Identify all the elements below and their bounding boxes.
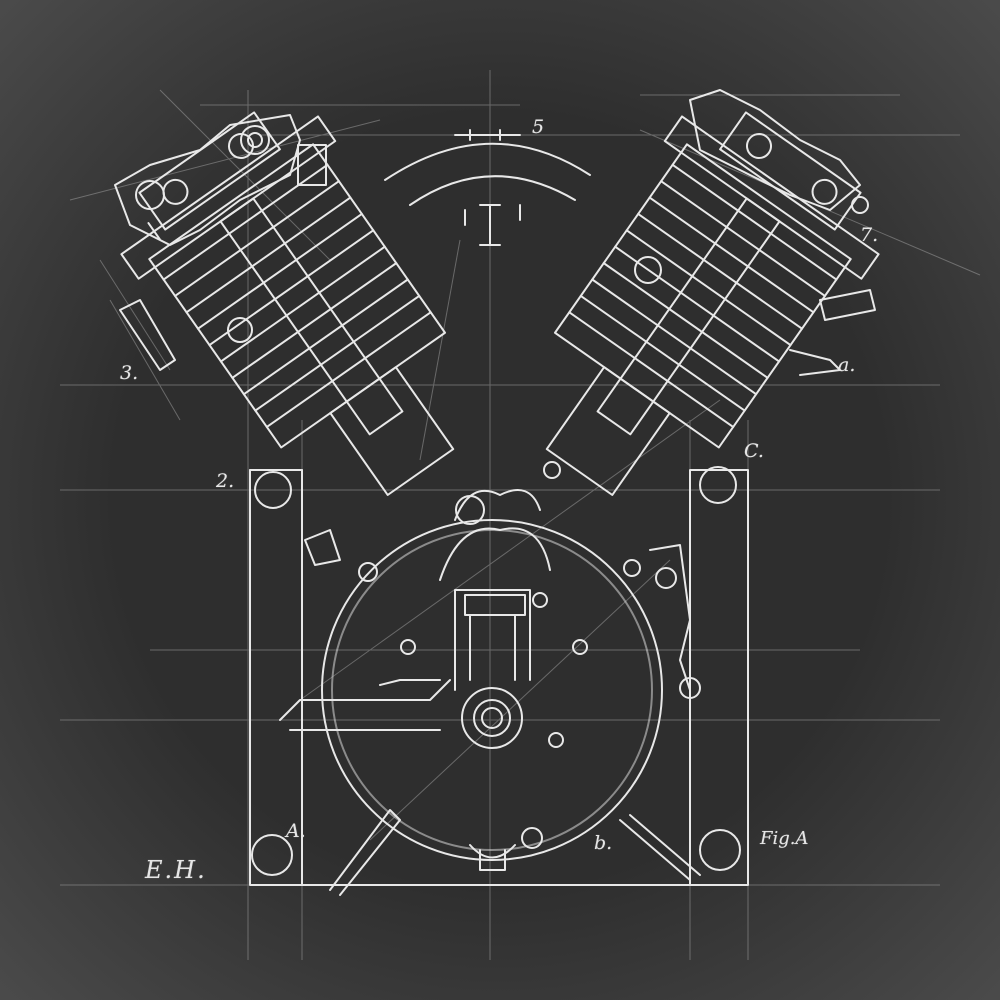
label-c: C.	[744, 440, 764, 462]
left-cylinder	[120, 111, 455, 496]
crankcase-circle	[321, 519, 663, 861]
crankcase-frame	[249, 469, 749, 886]
label-3: 3.	[120, 362, 139, 384]
signature: E.H.	[145, 856, 207, 884]
label-7: 7.	[860, 224, 879, 246]
bolts	[358, 461, 701, 849]
label-A: A.	[286, 820, 306, 842]
label-a: a.	[838, 354, 856, 376]
label-2: 2.	[216, 470, 235, 492]
top-arch	[384, 142, 591, 206]
right-cylinder	[545, 111, 880, 496]
mounting-holes	[251, 466, 741, 876]
label-fig-a: Fig.A	[760, 828, 809, 849]
crankshaft	[439, 489, 551, 749]
label-5: 5	[532, 116, 545, 138]
engine-outline	[114, 89, 880, 896]
label-b: b.	[594, 832, 613, 854]
